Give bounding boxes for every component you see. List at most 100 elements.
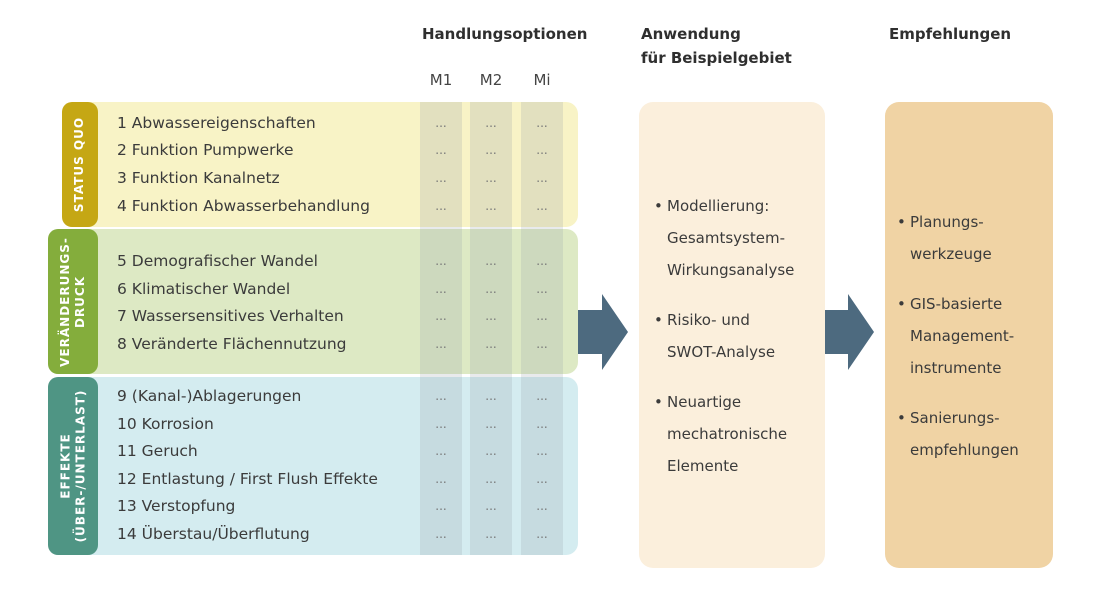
factor-item: 14 Überstau/Überflutung bbox=[117, 525, 310, 543]
factor-item: 5 Demografischer Wandel bbox=[117, 252, 318, 270]
cell-placeholder: ... bbox=[435, 527, 447, 541]
cell-placeholder: ... bbox=[435, 143, 447, 157]
tag-label: VERÄNDERUNGS- bbox=[58, 236, 72, 367]
application-text: Risiko- und bbox=[667, 311, 750, 329]
cell-placeholder: ... bbox=[536, 199, 548, 213]
application-text: Wirkungsanalyse bbox=[667, 261, 795, 279]
recommendations-text: werkzeuge bbox=[910, 245, 992, 263]
cell-placeholder: ... bbox=[485, 199, 497, 213]
application-line: Wirkungsanalyse bbox=[654, 254, 794, 286]
tag-label: (ÜBER-/UNTERLAST) bbox=[73, 389, 87, 543]
recommendations-text: empfehlungen bbox=[910, 441, 1019, 459]
factor-item: 12 Entlastung / First Flush Effekte bbox=[117, 470, 378, 488]
factor-item: 6 Klimatischer Wandel bbox=[117, 280, 291, 298]
bullet-icon: • bbox=[897, 295, 906, 313]
cell-placeholder: ... bbox=[536, 309, 548, 323]
cell-placeholder: ... bbox=[485, 444, 497, 458]
header-options: Handlungsoptionen bbox=[422, 25, 588, 43]
recommendations-text: instrumente bbox=[910, 359, 1002, 377]
cell-placeholder: ... bbox=[435, 337, 447, 351]
header-application: Anwendung für Beispielgebiet bbox=[641, 25, 792, 67]
bullet-icon: • bbox=[897, 409, 906, 427]
application-line: Elemente bbox=[654, 450, 794, 482]
recommendations-line: •Planungs- bbox=[897, 206, 1019, 238]
application-text: Neuartige bbox=[667, 393, 742, 411]
cell-placeholder: ... bbox=[485, 337, 497, 351]
cell-placeholder: ... bbox=[485, 309, 497, 323]
cell-placeholder: ... bbox=[435, 472, 447, 486]
cell-placeholder: ... bbox=[435, 499, 447, 513]
cell-placeholder: ... bbox=[536, 499, 548, 513]
measure-column-2 bbox=[470, 102, 512, 555]
cell-placeholder: ... bbox=[536, 282, 548, 296]
band-effects bbox=[48, 377, 578, 555]
bullet-icon: • bbox=[897, 213, 906, 231]
application-list: •Modellierung:Gesamtsystem-Wirkungsanaly… bbox=[654, 190, 794, 482]
factor-item: 8 Veränderte Flächennutzung bbox=[117, 335, 347, 353]
recommendations-text: Sanierungs- bbox=[910, 409, 1000, 427]
cell-placeholder: ... bbox=[536, 171, 548, 185]
bullet-icon: • bbox=[654, 197, 663, 215]
cell-placeholder: ... bbox=[435, 417, 447, 431]
cell-placeholder: ... bbox=[435, 116, 447, 130]
tag-change-pressure: VERÄNDERUNGS-DRUCK bbox=[48, 229, 98, 374]
cell-placeholder: ... bbox=[485, 417, 497, 431]
bullet-icon: • bbox=[654, 311, 663, 329]
tag-effects: EFFEKTE(ÜBER-/UNTERLAST) bbox=[48, 377, 98, 555]
recommendations-line: •Sanierungs- bbox=[897, 402, 1019, 434]
tag-label: STATUS QUO bbox=[72, 116, 87, 213]
application-line: •Risiko- und bbox=[654, 304, 794, 336]
recommendations-text: GIS-basierte bbox=[910, 295, 1003, 313]
cell-placeholder: ... bbox=[485, 116, 497, 130]
cell-placeholder: ... bbox=[435, 444, 447, 458]
recommendations-text: Planungs- bbox=[910, 213, 984, 231]
tag-label: DRUCK bbox=[73, 275, 87, 328]
cell-placeholder: ... bbox=[485, 254, 497, 268]
cell-placeholder: ... bbox=[435, 171, 447, 185]
band-status-quo bbox=[62, 102, 578, 227]
cell-placeholder: ... bbox=[536, 444, 548, 458]
application-text: Elemente bbox=[667, 457, 739, 475]
application-line: mechatronische bbox=[654, 418, 794, 450]
measure-header-2: M2 bbox=[479, 71, 503, 89]
application-line: Gesamtsystem- bbox=[654, 222, 794, 254]
measure-header-i: Mi bbox=[533, 71, 551, 89]
recommendations-text: Management- bbox=[910, 327, 1015, 345]
factor-item: 3 Funktion Kanalnetz bbox=[117, 169, 280, 187]
cell-placeholder: ... bbox=[485, 171, 497, 185]
cell-placeholder: ... bbox=[435, 199, 447, 213]
cell-placeholder: ... bbox=[435, 309, 447, 323]
recommendations-line: werkzeuge bbox=[897, 238, 1019, 270]
factor-item: 7 Wassersensitives Verhalten bbox=[117, 307, 344, 325]
factor-item: 2 Funktion Pumpwerke bbox=[117, 141, 294, 159]
factor-item: 10 Korrosion bbox=[117, 415, 214, 433]
cell-placeholder: ... bbox=[435, 254, 447, 268]
cell-placeholder: ... bbox=[536, 417, 548, 431]
application-text: mechatronische bbox=[667, 425, 788, 443]
factor-item: 4 Funktion Abwasserbehandlung bbox=[117, 197, 370, 215]
header-recommendations: Empfehlungen bbox=[889, 25, 1012, 43]
cell-placeholder: ... bbox=[536, 254, 548, 268]
cell-placeholder: ... bbox=[536, 116, 548, 130]
cell-placeholder: ... bbox=[485, 282, 497, 296]
recommendations-line: empfehlungen bbox=[897, 434, 1019, 466]
cell-placeholder: ... bbox=[536, 527, 548, 541]
recommendations-line: instrumente bbox=[897, 352, 1019, 384]
cell-placeholder: ... bbox=[435, 389, 447, 403]
application-text: SWOT-Analyse bbox=[667, 343, 776, 361]
application-text: Gesamtsystem- bbox=[667, 229, 785, 247]
arrow-right-icon bbox=[578, 294, 628, 370]
application-text: Modellierung: bbox=[667, 197, 770, 215]
cell-placeholder: ... bbox=[485, 472, 497, 486]
application-line: •Neuartige bbox=[654, 386, 794, 418]
band-change-pressure bbox=[48, 229, 578, 374]
application-box bbox=[639, 102, 825, 568]
measure-column-i bbox=[521, 102, 563, 555]
arrow-right-icon bbox=[824, 294, 874, 370]
cell-placeholder: ... bbox=[536, 337, 548, 351]
measure-column-1 bbox=[420, 102, 462, 555]
cell-placeholder: ... bbox=[536, 389, 548, 403]
cell-placeholder: ... bbox=[536, 472, 548, 486]
factor-item: 9 (Kanal-)Ablagerungen bbox=[117, 387, 302, 405]
